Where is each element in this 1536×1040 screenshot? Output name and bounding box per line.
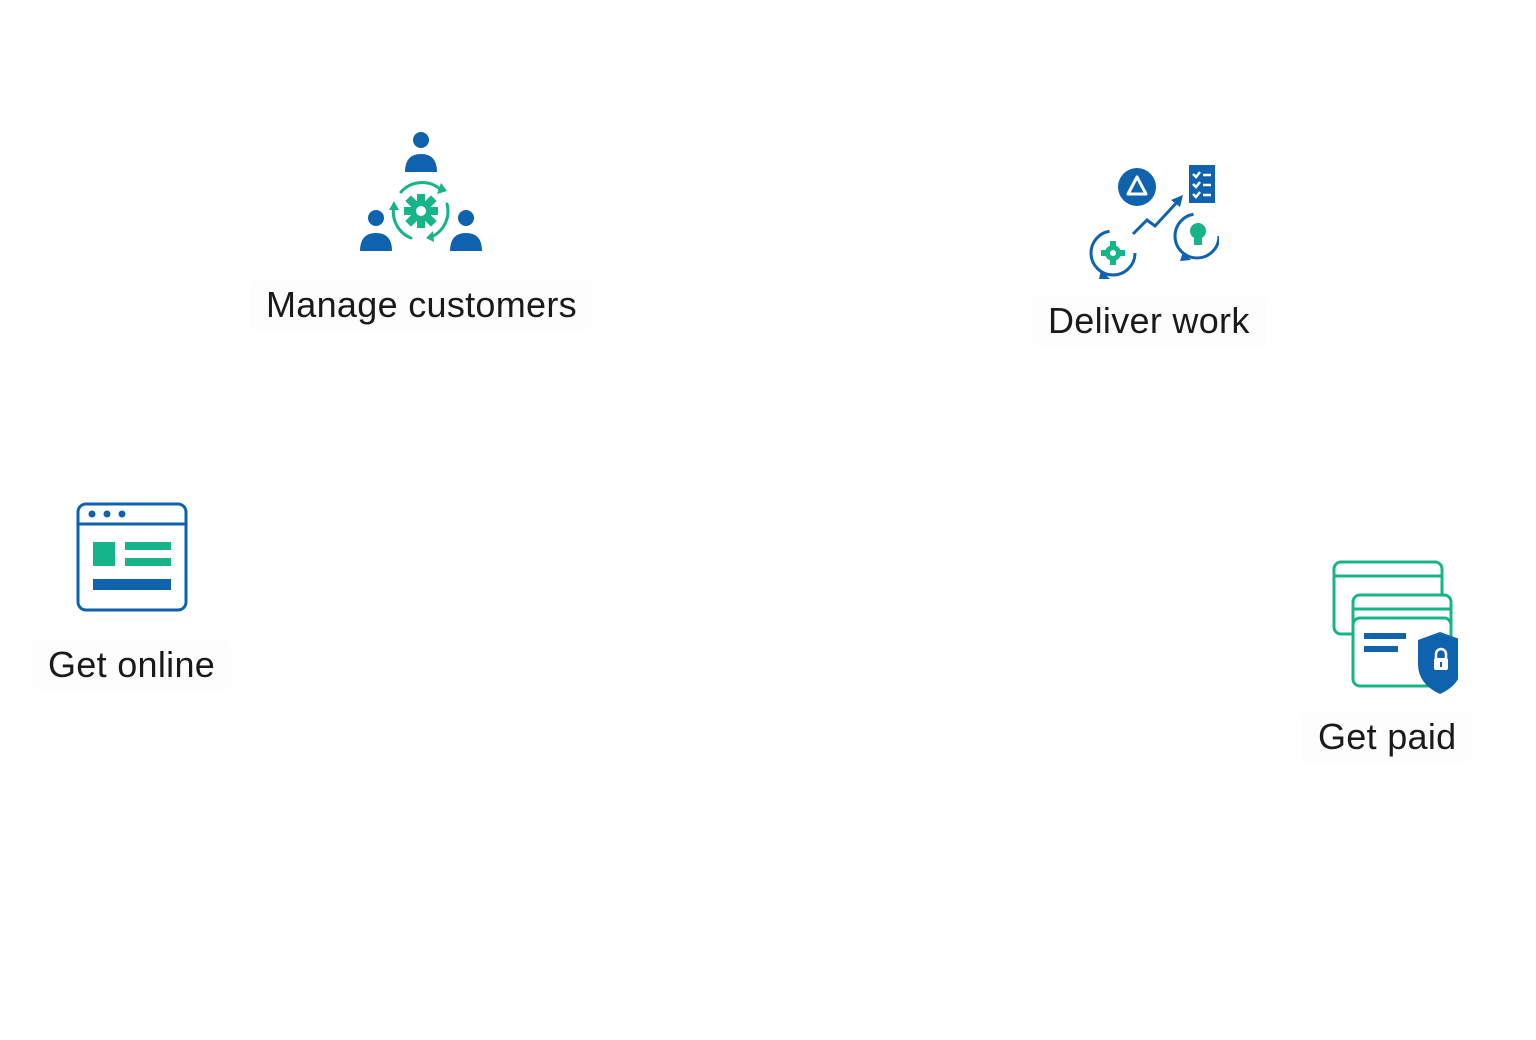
customer-management-icon <box>360 132 483 251</box>
feature-deliver-work: Deliver work <box>1032 162 1266 346</box>
feature-label-get-online: Get online <box>32 640 232 690</box>
work-delivery-icon <box>1089 165 1219 279</box>
secure-payment-cards-icon <box>1332 560 1459 694</box>
feature-label-manage-customers: Manage customers <box>250 280 593 330</box>
feature-label-get-paid: Get paid <box>1302 712 1473 762</box>
website-browser-icon <box>76 502 188 612</box>
feature-get-online: Get online <box>32 502 232 690</box>
feature-get-paid: Get paid <box>1302 558 1473 762</box>
feature-label-deliver-work: Deliver work <box>1032 296 1266 346</box>
feature-manage-customers: Manage customers <box>250 128 593 330</box>
